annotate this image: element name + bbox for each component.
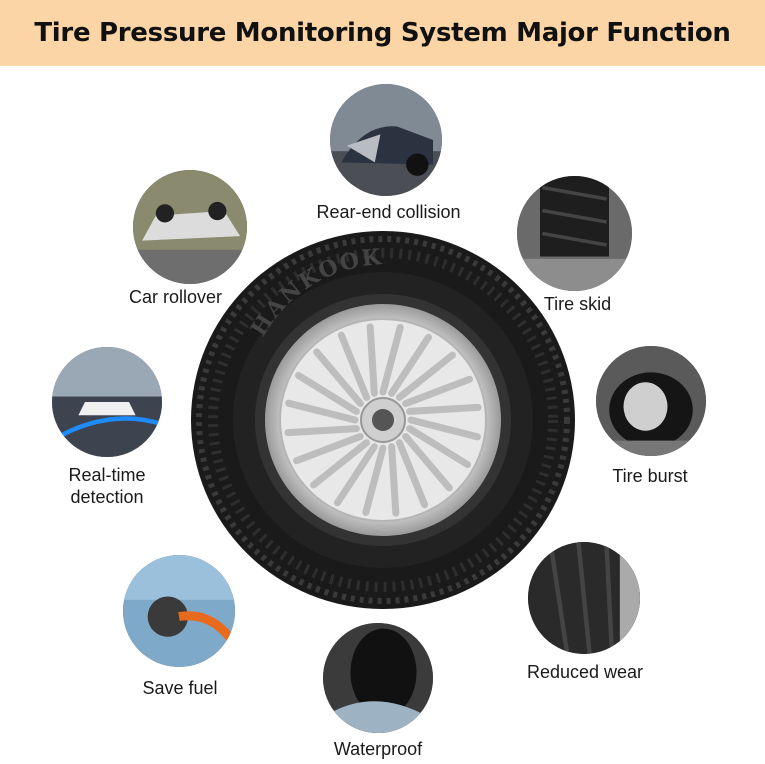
function-label-tire-burst: Tire burst <box>612 466 688 486</box>
wheel-spoke <box>379 324 404 396</box>
function-label-reduced-wear: Reduced wear <box>526 662 644 682</box>
wheel-spoke <box>388 333 433 397</box>
wheel-spoke <box>366 323 378 397</box>
tire-wheel-icon: HANKOOK <box>188 228 578 612</box>
wheel-spoke <box>402 375 474 408</box>
wheel-spoke <box>310 439 371 489</box>
wheel-spoke <box>285 399 359 424</box>
wheel-spoke <box>284 425 360 437</box>
fuel-nozzle-photo <box>123 555 235 667</box>
wheel-spoke <box>333 443 378 507</box>
wet-tire-splash-photo <box>323 623 433 733</box>
function-label-save-fuel: Save fuel <box>142 678 218 698</box>
wheel-spoke <box>294 371 360 415</box>
wheel-spoke <box>313 348 364 408</box>
skidding-tire-photo <box>517 176 632 291</box>
wheel-spoke <box>337 331 371 401</box>
function-label-tire-skid: Tire skid <box>543 294 612 314</box>
wheel-spoke <box>388 443 400 517</box>
wheel-spoke <box>406 425 472 469</box>
car-sensor-road-photo <box>52 347 162 457</box>
tire-tread-photo <box>528 542 640 654</box>
wheel-spoke <box>406 403 482 415</box>
function-label-detection: detection <box>70 487 144 507</box>
wheel-spoke <box>402 432 453 492</box>
page-title: Tire Pressure Monitoring System Major Fu… <box>34 18 731 48</box>
title-banner: Tire Pressure Monitoring System Major Fu… <box>0 0 765 66</box>
wheel-spoke <box>362 444 387 516</box>
function-label-rear-end-collision: Rear-end collision <box>316 202 461 222</box>
overturned-car-photo <box>133 170 247 284</box>
function-label-waterproof: Waterproof <box>333 739 423 759</box>
wheel-spoke <box>395 439 429 509</box>
flat-tire-photo <box>596 346 706 456</box>
function-label-car-rollover: Car rollover <box>128 287 223 307</box>
wheel-spoke <box>407 416 481 441</box>
function-label-real-time: Real-time <box>68 465 146 485</box>
wheel-spoke <box>395 351 456 401</box>
wheel-spoke <box>292 432 364 465</box>
crashed-car-photo <box>330 84 442 196</box>
